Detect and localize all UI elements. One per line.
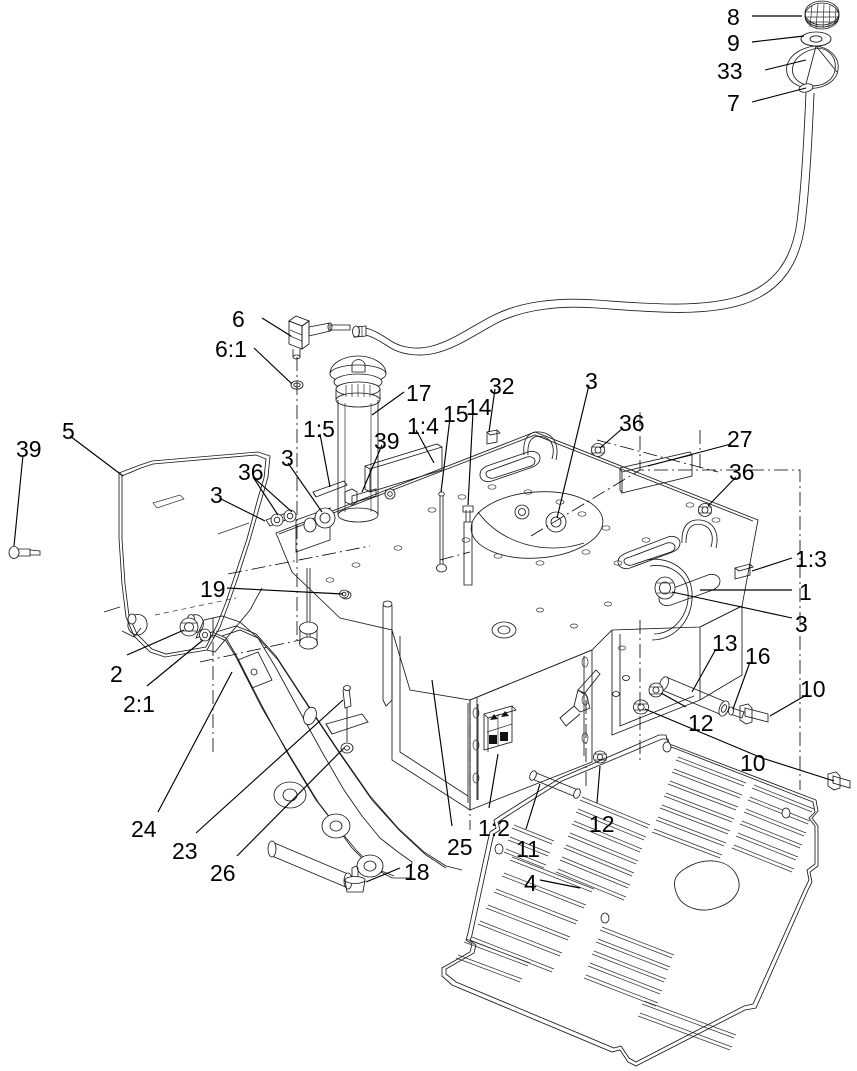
callout-14: 14 [466, 394, 492, 420]
callout-3-left: 3 [210, 482, 223, 508]
callout-2: 2 [110, 661, 123, 687]
callout-4: 4 [524, 870, 537, 896]
callout-13: 13 [712, 630, 738, 656]
callout-36-upper: 36 [619, 410, 645, 436]
lower-arm-weldment [179, 615, 463, 893]
callout-1-3: 1:3 [795, 546, 827, 572]
callout-26: 26 [210, 860, 236, 886]
callout-2-1: 2:1 [123, 691, 155, 717]
callout-1: 1 [799, 579, 812, 605]
center-lines [199, 412, 801, 830]
callout-19: 19 [200, 576, 226, 602]
callout-6-1: 6:1 [215, 336, 247, 362]
callout-9: 9 [727, 30, 740, 56]
callout-16: 16 [745, 643, 771, 669]
callout-32: 32 [489, 373, 515, 399]
callout-23: 23 [172, 838, 198, 864]
callout-7: 7 [727, 90, 740, 116]
callout-24: 24 [131, 816, 157, 842]
side-cover [8, 451, 271, 658]
callout-36-left: 36 [238, 459, 264, 485]
callout-25: 25 [447, 834, 473, 860]
frame-weldment [265, 429, 759, 811]
callout-15: 15 [443, 401, 469, 427]
callout-3-right: 3 [795, 611, 808, 637]
callout-12-lower: 12 [589, 811, 615, 837]
callout-18: 18 [404, 859, 430, 885]
callout-33: 33 [717, 58, 743, 84]
spacer-and-fasteners [483, 669, 851, 799]
callout-10-upper: 10 [800, 676, 826, 702]
fuel-cap-assembly [786, 0, 840, 93]
callout-27: 27 [727, 426, 753, 452]
callout-5: 5 [62, 418, 75, 444]
callout-1-2: 1:2 [478, 815, 510, 841]
callout-6: 6 [232, 306, 245, 332]
callout-36-right: 36 [729, 459, 755, 485]
callout-17: 17 [406, 380, 432, 406]
callout-3-deck: 3 [585, 368, 598, 394]
callout-12-upper: 12 [688, 710, 714, 736]
filler-neck [329, 355, 387, 523]
callout-39-deck: 39 [374, 428, 400, 454]
leader-lines [13, 15, 835, 889]
callout-39-left: 39 [16, 436, 42, 462]
callout-1-4: 1:4 [407, 413, 439, 439]
callout-10-lower: 10 [740, 750, 766, 776]
fuel-hose [352, 91, 815, 356]
callout-3-left-upright: 3 [281, 445, 294, 471]
warning-decal [483, 705, 517, 752]
callout-11: 11 [516, 836, 540, 862]
elbow-fitting [288, 315, 351, 640]
floor-pan [441, 734, 819, 1067]
callout-1-5: 1:5 [303, 416, 335, 442]
callout-8: 8 [727, 4, 740, 30]
